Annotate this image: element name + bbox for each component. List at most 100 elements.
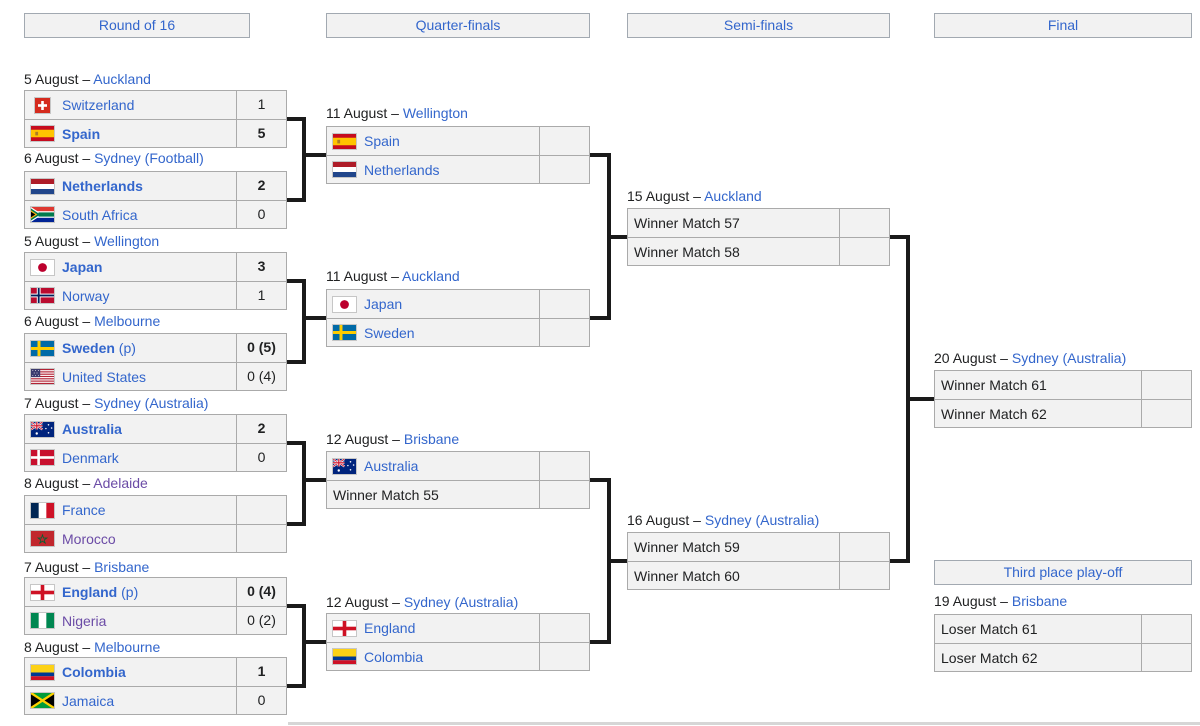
team-name-link[interactable]: South Africa [62,206,138,223]
venue-city-link[interactable]: Brisbane [403,431,460,447]
team-name-link[interactable]: England [62,584,118,600]
team-row: Morocco [25,524,286,552]
flag-jamaica-icon[interactable] [31,693,54,708]
venue-city-link[interactable]: Sydney (Football) [94,150,204,166]
venue-city-link[interactable]: Adelaide [93,475,148,491]
team-name-link[interactable]: Switzerland [62,97,135,113]
match-date: 6 August – Sydney (Football) [24,149,204,167]
flag-colombia-icon[interactable] [31,664,54,680]
match-date: 12 August – Brisbane [326,430,459,448]
flag-australia-icon[interactable] [333,458,356,474]
score-cell [839,533,889,561]
score-cell: 0 (4) [236,363,286,390]
cutoff-artifact-line [288,722,1200,725]
flag-netherlands-icon[interactable] [333,162,356,177]
team-row: Winner Match 57 [628,209,889,237]
venue-city-link[interactable]: Sydney (Australia) [94,395,209,411]
team-name-link[interactable]: Jamaica [62,692,115,709]
bracket-line-top [287,604,306,608]
team-name-link[interactable]: Norway [62,287,110,304]
placeholder-team-name: Winner Match 59 [634,539,740,555]
venue-city-link[interactable]: Auckland [402,268,460,284]
placeholder-team-name: Winner Match 60 [634,567,740,584]
flag-spain-icon[interactable] [31,126,54,141]
team-name-link[interactable]: United States [62,368,147,385]
team-name-link[interactable]: France [62,502,106,518]
team-name-link[interactable]: Spain [364,133,400,149]
date-city-separator: – [996,350,1012,366]
flag-switzerland-icon[interactable] [31,97,54,113]
match-date-text: 16 August [627,512,690,528]
venue-city-link[interactable]: Sydney (Australia) [704,512,820,528]
column-header-round-of-16[interactable]: Round of 16 [24,13,250,38]
date-city-separator: – [387,268,403,284]
team-name-link[interactable]: Sweden [62,340,115,356]
team-name-link[interactable]: Sweden [364,324,415,341]
team-name-link[interactable]: Netherlands [62,178,143,194]
placeholder-team-name: Winner Match 55 [333,486,439,503]
flag-norway-icon[interactable] [31,288,54,303]
flag-morocco-icon[interactable] [31,531,54,546]
flag-sweden-icon[interactable] [333,325,356,340]
venue-city-link[interactable]: Melbourne [94,313,161,329]
team-name-link[interactable]: Morocco [62,530,116,547]
flag-spain-icon[interactable] [333,133,356,149]
match-date: 20 August – Sydney (Australia) [934,349,1126,367]
column-header-third-place-playoff[interactable]: Third place play-off [934,560,1192,585]
venue-city-link[interactable]: Wellington [94,233,160,249]
flag-denmark-icon[interactable] [31,450,54,465]
flag-netherlands-icon[interactable] [31,178,54,194]
team-name-link[interactable]: Denmark [62,449,119,466]
match-date: 11 August – Wellington [326,104,468,122]
flag-south-africa-icon[interactable] [31,207,54,222]
venue-city-link[interactable]: Auckland [704,188,762,204]
team-name-link[interactable]: Australia [62,421,122,437]
column-header-final[interactable]: Final [934,13,1192,38]
score-cell [1141,615,1191,643]
venue-city-link[interactable]: Brisbane [1011,593,1068,609]
team-row: England [327,614,589,642]
venue-city-link[interactable]: Melbourne [94,639,161,655]
venue-city-link[interactable]: Sydney (Australia) [1011,350,1127,366]
bracket-line-top [590,153,611,157]
flag-united-states-icon[interactable] [31,369,54,384]
team-name-link[interactable]: Spain [62,125,101,142]
column-header-quarter-finals[interactable]: Quarter-finals [326,13,590,38]
venue-city-link[interactable]: Brisbane [94,559,150,575]
flag-england-icon[interactable] [333,620,356,636]
bracket-line-bottom [590,640,611,644]
flag-japan-icon[interactable] [333,296,356,312]
team-name-link[interactable]: Nigeria [62,612,107,629]
team-name-link[interactable]: Japan [62,259,103,275]
team-name-link[interactable]: England [364,620,416,636]
flag-nigeria-icon[interactable] [31,613,54,628]
team-name-link[interactable]: Australia [364,458,419,474]
team-name-link[interactable]: Colombia [364,648,424,665]
match-date-text: 8 August [24,475,79,491]
date-city-separator: – [388,594,404,610]
score-cell: 1 [236,658,286,686]
team-name-link[interactable]: Japan [364,296,403,312]
venue-city-link[interactable]: Sydney (Australia) [403,594,519,610]
flag-colombia-icon[interactable] [333,649,356,664]
match-date-text: 15 August [627,188,690,204]
bracket-line-top [287,117,306,121]
flag-sweden-icon[interactable] [31,340,54,356]
date-city-separator: – [689,188,705,204]
flag-australia-icon[interactable] [31,421,54,437]
bracket-line-vertical [302,117,306,202]
flag-japan-icon[interactable] [31,259,54,275]
score-cell: 0 [236,444,286,471]
flag-england-icon[interactable] [31,584,54,600]
flag-france-icon[interactable] [31,502,54,518]
venue-city-link[interactable]: Wellington [402,105,468,121]
team-name-link[interactable]: Colombia [62,664,126,680]
team-name-link[interactable]: Netherlands [364,161,440,178]
venue-city-link[interactable]: Auckland [93,71,151,87]
column-header-semi-finals[interactable]: Semi-finals [627,13,890,38]
